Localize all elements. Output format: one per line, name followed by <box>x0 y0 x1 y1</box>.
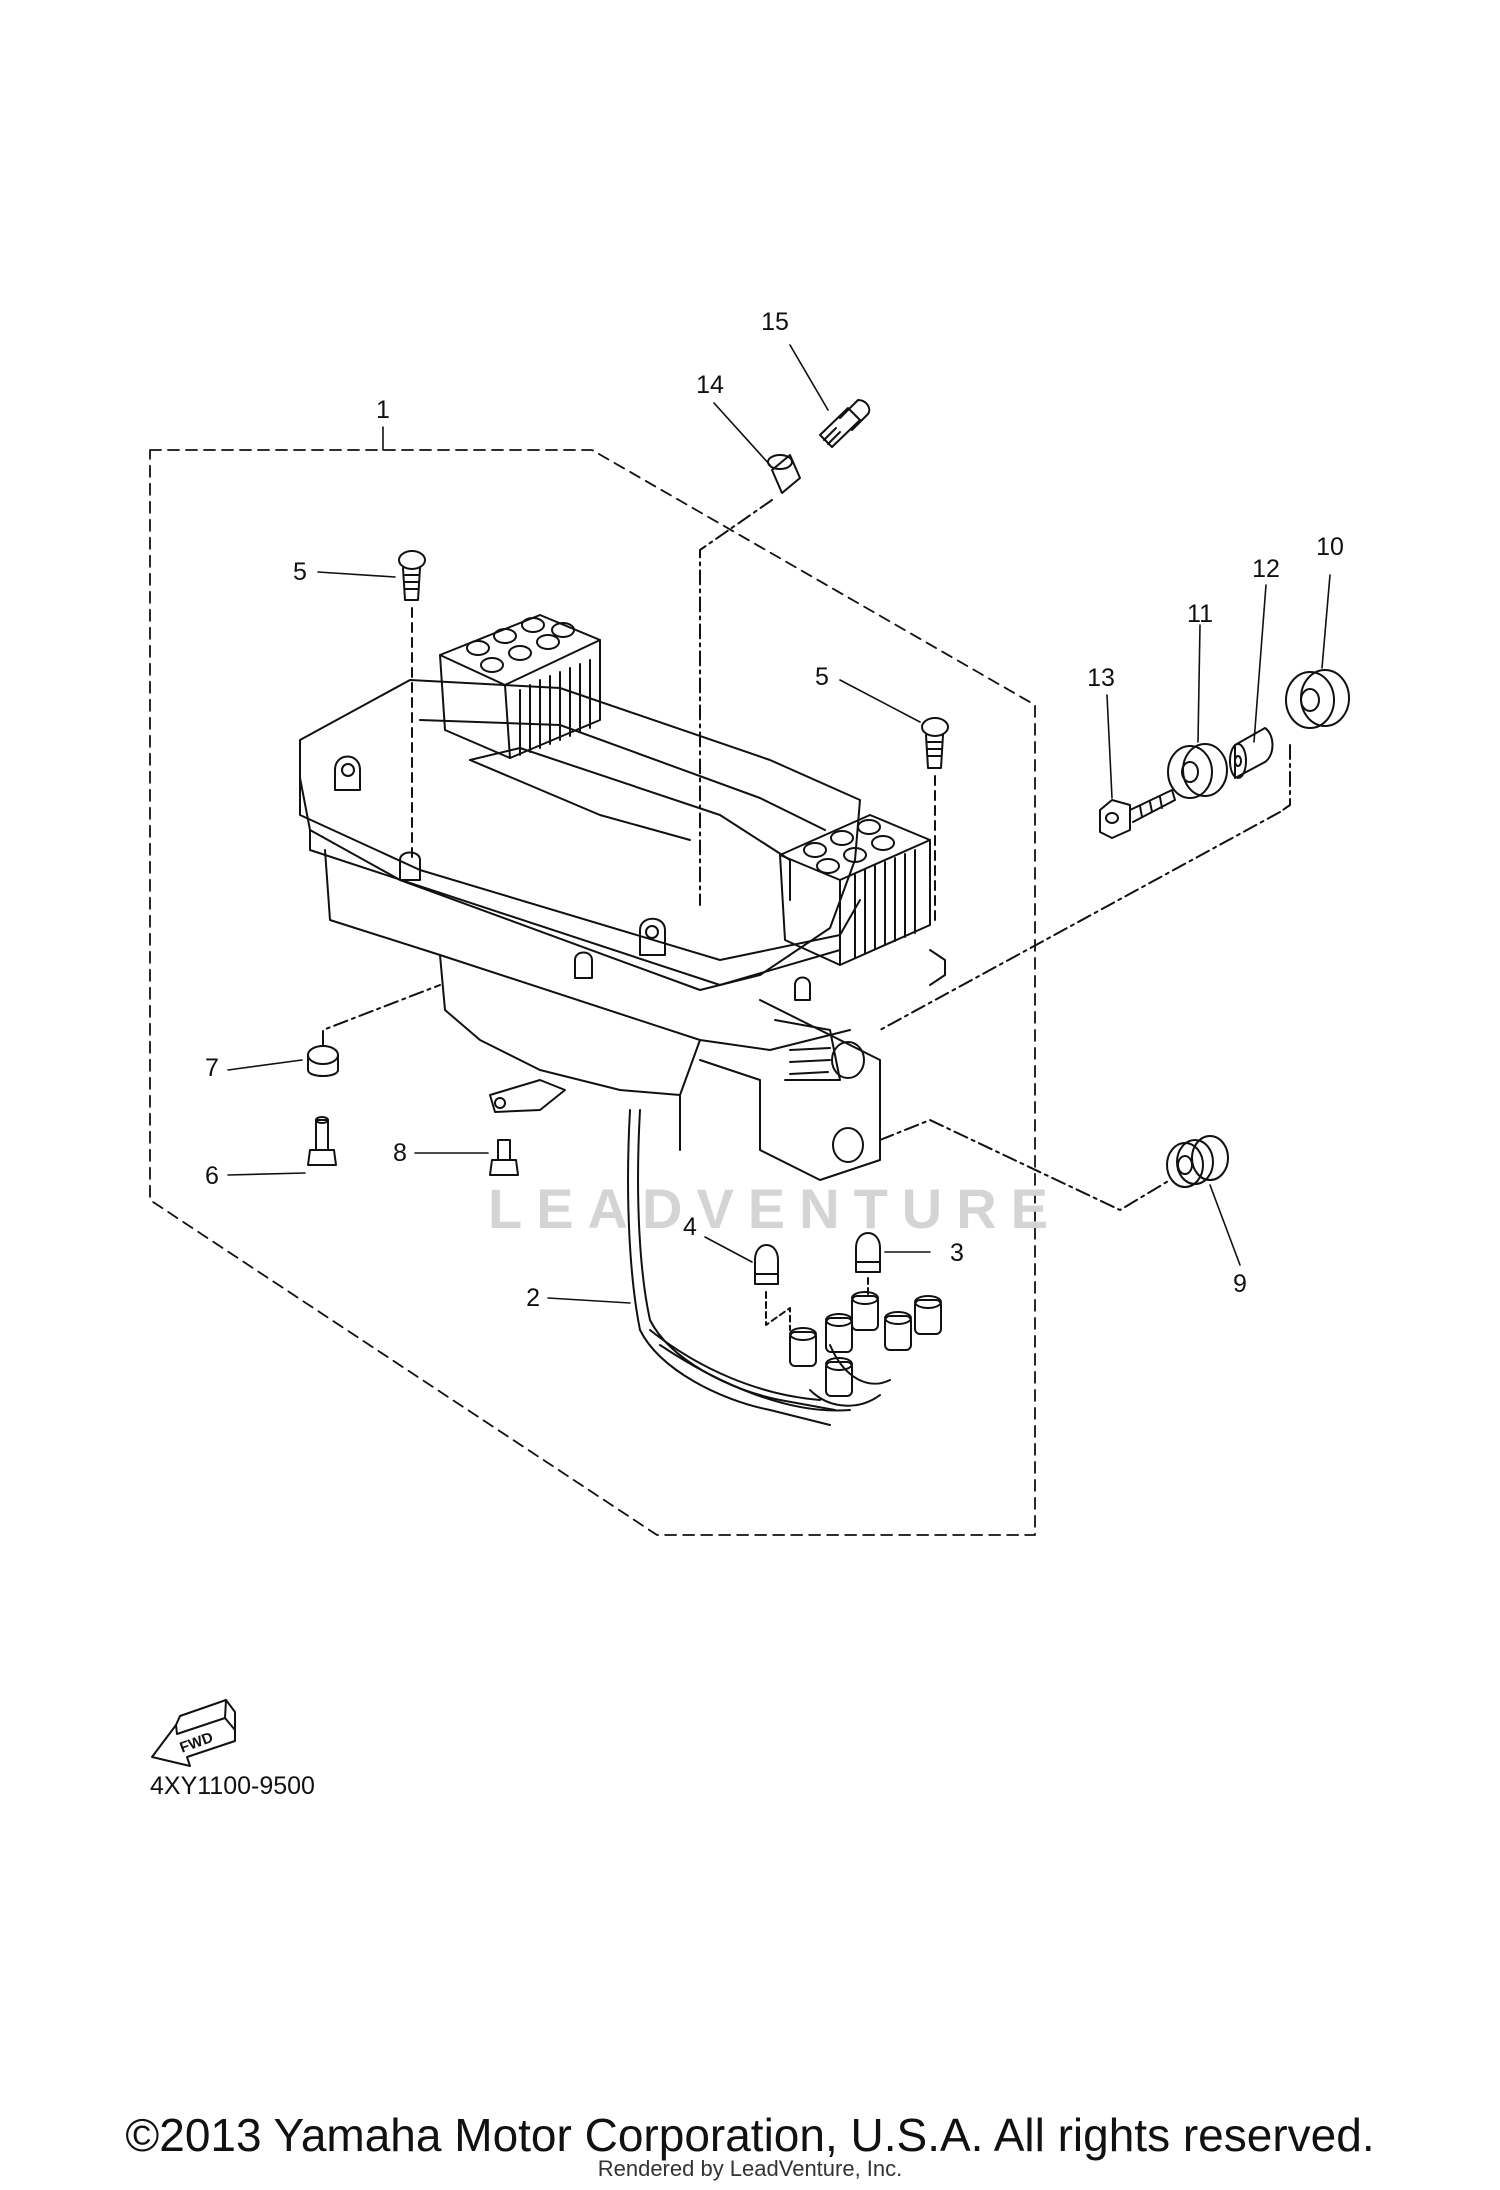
wire-harness <box>627 1109 891 1426</box>
heat-sink-right <box>779 814 931 966</box>
grommet-7 <box>307 1045 339 1077</box>
collar-12 <box>1229 727 1274 779</box>
collar-14 <box>767 454 801 494</box>
callout-4: 4 <box>683 1213 697 1241</box>
connectors <box>789 1291 942 1397</box>
callout-14: 14 <box>696 371 724 399</box>
screw-5-right <box>921 717 949 921</box>
grommet-9 <box>1166 1135 1229 1188</box>
callout-5-right: 5 <box>815 663 829 691</box>
callout-15: 15 <box>761 308 789 336</box>
assembly-boundary <box>149 449 1036 1536</box>
callout-11: 11 <box>1187 600 1213 628</box>
rendered-by-notice: Rendered by LeadVenture, Inc. <box>597 2156 903 2181</box>
meter-housing <box>299 614 946 1181</box>
callout-7: 7 <box>205 1054 219 1082</box>
callout-13: 13 <box>1087 664 1115 692</box>
callout-3: 3 <box>950 1239 964 1267</box>
callout-5-left: 5 <box>293 558 307 586</box>
callout-12: 12 <box>1252 555 1280 583</box>
callout-8: 8 <box>393 1139 407 1167</box>
callout-9: 9 <box>1233 1270 1247 1298</box>
bulb-3 <box>855 1232 881 1297</box>
diagram-part-code: 4XY1100-9500 <box>150 1772 315 1800</box>
bolt-6 <box>307 1116 337 1166</box>
fwd-label: FWD <box>178 1729 216 1757</box>
bolt-13 <box>1099 789 1176 839</box>
bulb-4 <box>754 1244 791 1331</box>
watermark: LEADVENTURE <box>488 1177 1063 1240</box>
screw-5-left <box>398 550 426 861</box>
callout-10: 10 <box>1316 533 1344 561</box>
callout-2: 2 <box>526 1284 540 1312</box>
collar-10 <box>1285 669 1350 729</box>
screw-15 <box>819 399 871 448</box>
callout-6: 6 <box>205 1162 219 1190</box>
callout-1: 1 <box>376 396 390 424</box>
grommet-11 <box>1167 743 1228 799</box>
bolt-8 <box>489 1139 519 1176</box>
copyright-notice: ©2013 Yamaha Motor Corporation, U.S.A. A… <box>125 2109 1375 2161</box>
fwd-arrow-icon <box>151 1699 236 1767</box>
heat-sink-left <box>439 614 601 759</box>
